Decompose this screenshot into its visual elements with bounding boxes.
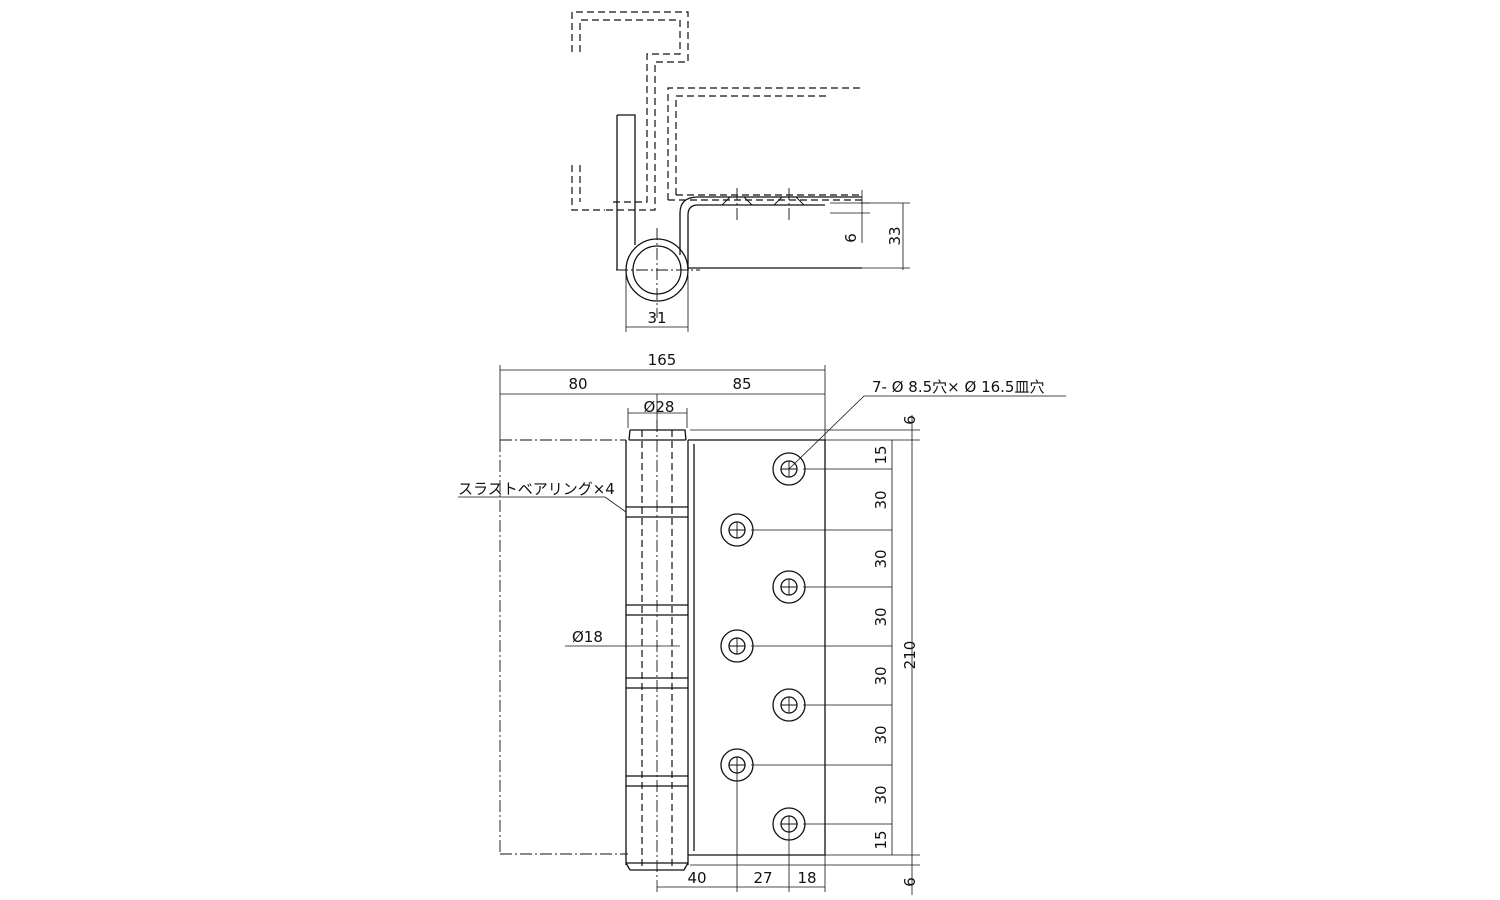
dim-pitch-7: 30 xyxy=(872,785,890,804)
dim-hole-x3: 18 xyxy=(797,869,816,887)
screw-hole-5 xyxy=(772,688,806,722)
dim-edge-top: 6 xyxy=(901,415,919,425)
dim-pitch-8: 15 xyxy=(872,830,890,849)
screw-hole-4 xyxy=(720,629,754,663)
dim-right-leaf: 85 xyxy=(732,375,751,393)
dim-top-offset: 6 xyxy=(842,233,860,243)
dim-pitch-5: 30 xyxy=(872,666,890,685)
label-dia-pin: Ø18 xyxy=(572,628,603,646)
dim-pitch-6: 30 xyxy=(872,725,890,744)
screw-hole-3 xyxy=(772,570,806,604)
plan-view xyxy=(571,11,862,318)
plan-dimensions: 6 33 31 xyxy=(625,190,910,332)
dim-top-depth: 33 xyxy=(886,226,904,245)
dim-edge-bottom: 6 xyxy=(901,877,919,887)
front-view xyxy=(499,420,826,880)
dim-pitch-4: 30 xyxy=(872,607,890,626)
label-hole-spec: 7- Ø 8.5穴× Ø 16.5皿穴 xyxy=(872,378,1044,396)
dim-pitch-1: 15 xyxy=(872,445,890,464)
dim-knuckle-width: 31 xyxy=(647,309,666,327)
dim-height: 210 xyxy=(901,641,919,670)
dim-hole-x1: 40 xyxy=(687,869,706,887)
front-dimensions: 165 80 85 Ø28 7- Ø 8.5穴× Ø 16.5皿穴 スラストベア… xyxy=(458,351,1066,895)
label-dia-knuckle: Ø28 xyxy=(644,398,675,416)
dim-overall-width: 165 xyxy=(648,351,677,369)
dim-hole-x2: 27 xyxy=(753,869,772,887)
dim-left-leaf: 80 xyxy=(568,375,587,393)
dim-pitch-2: 30 xyxy=(872,490,890,509)
dim-pitch-3: 30 xyxy=(872,549,890,568)
screw-hole-2 xyxy=(720,513,754,547)
label-bearing-note: スラストベアリング×4 xyxy=(458,480,615,498)
